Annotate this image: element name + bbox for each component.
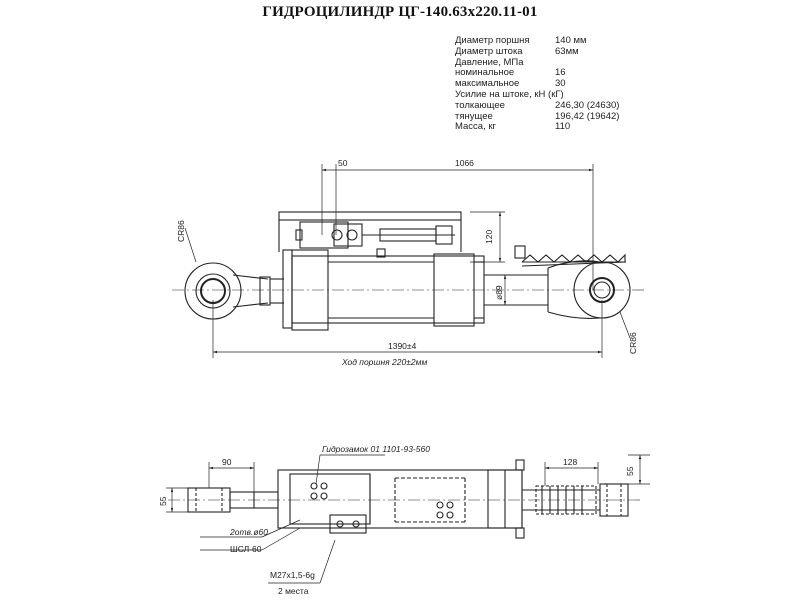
right-rod-eye	[547, 260, 631, 319]
label-thread: М27х1,5-6g	[270, 570, 315, 580]
dim-radius-left: СR86	[176, 220, 186, 242]
plan-view	[166, 454, 650, 584]
spec-label: Масса, кг	[455, 121, 496, 133]
spec-value: 140 мм	[555, 35, 587, 46]
dimensions-plan	[166, 454, 650, 584]
dim-120: 120	[484, 230, 494, 244]
valve-bracket	[278, 211, 462, 258]
spec-label: толкающее	[455, 99, 505, 111]
spec-label: Диаметр поршня	[455, 35, 530, 46]
spec-label: максимальное	[455, 78, 520, 90]
spec-row: максимальное 30	[455, 78, 655, 90]
dim-1066: 1066	[455, 158, 474, 168]
spec-value: 110	[555, 121, 571, 133]
spec-row: Диаметр поршня 140 мм	[455, 35, 655, 47]
dim-128: 128	[563, 457, 577, 467]
spec-label: номинальное	[455, 67, 515, 79]
spec-value: 196,42 (19642)	[555, 110, 620, 122]
dimensions-side	[184, 164, 631, 358]
dim-stroke: Ход поршня 220±2мм	[341, 357, 427, 367]
spec-label: Усилие на штоке, кН (кГ)	[455, 88, 564, 100]
spec-row: Усилие на штоке, кН (кГ)	[455, 88, 655, 101]
spec-row: толкающее 246,30 (24630)	[455, 99, 655, 112]
side-view	[172, 164, 645, 358]
dim-50: 50	[338, 158, 348, 168]
left-rod-eye	[184, 262, 284, 320]
spec-value: 63мм	[555, 45, 579, 57]
rear-cap	[282, 249, 293, 329]
spec-row: Давление, МПа	[455, 56, 655, 69]
label-holes: 2отв.ø60	[229, 527, 268, 537]
spec-table: Диаметр поршня 140 мм Диаметр штока 63мм Д…	[455, 35, 655, 133]
spec-label: Давление, МПа	[455, 56, 524, 68]
dim-90: 90	[222, 457, 232, 467]
dim-length: 1390±4	[388, 341, 417, 351]
spec-value: 16	[555, 67, 566, 79]
spec-label: Диаметр штока	[455, 45, 523, 57]
spec-value: 30	[555, 78, 566, 90]
drawing-title: ГИДРОЦИЛИНДР ЦГ-140.63х220.11-01	[262, 4, 538, 20]
spec-row: номинальное 16	[455, 68, 655, 79]
dim-55-left: 55	[158, 496, 168, 506]
dim-55-right: 55	[625, 466, 635, 476]
spec-row: Диаметр штока 63мм	[455, 45, 655, 58]
label-places: 2 места	[278, 586, 309, 596]
label-hydrolock: Гидрозамок 01 1101-93-560	[322, 444, 430, 454]
dim-radius-right: СR86	[628, 332, 638, 354]
spec-row: Масса, кг 110	[455, 122, 655, 133]
spec-row: тянущее 196,42 (19642)	[455, 110, 655, 123]
label-bearing: ШСЛ-60	[230, 544, 262, 554]
dim-rod-diameter: ø89	[494, 285, 504, 300]
spec-label: тянущее	[455, 110, 493, 122]
spec-value: 246,30 (24630)	[555, 99, 620, 111]
cylinder-plan	[277, 459, 525, 539]
